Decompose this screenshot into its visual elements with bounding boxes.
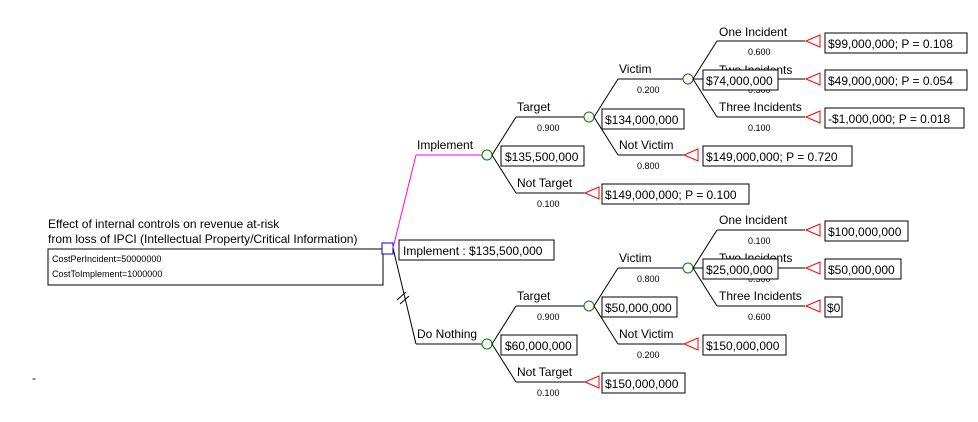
variables-box[interactable] <box>47 248 384 286</box>
terminal-node-dn-one[interactable] <box>804 223 821 237</box>
variable-cost-per-incident: CostPerIncident=50000000 <box>52 254 161 264</box>
payoff-box-impl-not-victim[interactable] <box>702 145 853 167</box>
variable-cost-to-implement: CostToImplement=1000000 <box>52 269 162 279</box>
payoff-impl-one: $99,000,000; P = 0.108 <box>828 37 953 51</box>
payoff-dn-two: $50,000,000 <box>828 263 895 277</box>
payoff-box-impl-one[interactable] <box>824 32 968 54</box>
payoff-dn-not-target: $150,000,000 <box>605 377 679 391</box>
prob-dn-not-target: 0.100 <box>537 388 560 398</box>
value-box-impl-target[interactable] <box>601 108 685 130</box>
branch-label-do-nothing: Do Nothing <box>417 327 477 341</box>
terminal-node-dn-not-victim[interactable] <box>682 337 699 351</box>
payoff-box-impl-not-target[interactable] <box>601 183 750 205</box>
value-box-dn-target[interactable] <box>601 296 678 318</box>
prob-dn-not-victim: 0.200 <box>637 350 660 360</box>
branch-label-impl-not-target: Not Target <box>517 176 573 190</box>
payoff-impl-three: -$1,000,000; P = 0.018 <box>828 112 951 126</box>
pruned-mark <box>396 291 407 301</box>
value-dn-target: $50,000,000 <box>605 301 672 315</box>
prob-impl-not-target: 0.100 <box>537 199 560 209</box>
value-implement: $135,500,000 <box>505 150 579 164</box>
payoff-box-dn-one[interactable] <box>824 220 909 242</box>
branch-label-dn-target: Target <box>517 289 551 303</box>
chance-node-dn-target[interactable] <box>583 300 595 312</box>
chance-node-impl-victim[interactable] <box>682 73 694 85</box>
payoff-box-dn-two[interactable] <box>824 258 902 280</box>
prob-dn-victim: 0.800 <box>637 274 660 284</box>
value-do-nothing: $60,000,000 <box>505 339 572 353</box>
payoff-box-dn-three[interactable] <box>824 296 843 318</box>
value-dn-victim: $25,000,000 <box>706 263 773 277</box>
payoff-box-dn-not-target[interactable] <box>601 372 686 394</box>
chance-node-dn-victim[interactable] <box>682 262 694 274</box>
payoff-box-impl-three[interactable] <box>824 107 965 129</box>
branch-label-implement: Implement <box>417 138 474 152</box>
stray-dash: - <box>32 371 36 385</box>
payoff-dn-one: $100,000,000 <box>828 225 902 239</box>
terminal-node-dn-three[interactable] <box>804 299 821 313</box>
prob-dn-three: 0.600 <box>748 312 771 322</box>
payoff-impl-not-victim: $149,000,000; P = 0.720 <box>706 150 838 164</box>
terminal-node-impl-two[interactable] <box>804 72 821 86</box>
root-title-line2: from loss of IPCI (Intellectual Property… <box>48 232 357 246</box>
payoff-box-dn-not-victim[interactable] <box>702 334 787 356</box>
value-box-do-nothing[interactable] <box>500 334 578 356</box>
payoff-dn-not-victim: $150,000,000 <box>706 339 780 353</box>
terminal-node-impl-not-victim[interactable] <box>682 148 699 162</box>
prob-impl-one: 0.600 <box>748 47 771 57</box>
prob-dn-one: 0.100 <box>748 236 771 246</box>
value-impl-victim: $74,000,000 <box>706 74 773 88</box>
branch-label-dn-not-target: Not Target <box>517 365 573 379</box>
prob-dn-target: 0.900 <box>537 312 560 322</box>
terminal-node-impl-not-target[interactable] <box>583 186 600 200</box>
value-box-implement[interactable] <box>500 145 585 167</box>
branch-label-dn-three: Three Incidents <box>719 289 802 303</box>
payoff-impl-two: $49,000,000; P = 0.054 <box>828 74 953 88</box>
payoff-dn-three: $0 <box>827 301 841 315</box>
decision-value-box[interactable] <box>398 239 555 261</box>
prob-impl-target: 0.900 <box>537 123 560 133</box>
root-title-line1: Effect of internal controls on revenue a… <box>48 217 280 231</box>
chance-node-do-nothing[interactable] <box>481 338 493 350</box>
do-nothing-branch-line <box>392 247 417 345</box>
payoff-box-impl-two[interactable] <box>824 69 968 91</box>
chance-node-impl-target[interactable] <box>583 111 595 123</box>
terminal-node-dn-two[interactable] <box>804 261 821 275</box>
prob-impl-victim: 0.200 <box>637 85 660 95</box>
terminal-node-impl-one[interactable] <box>804 34 821 48</box>
chance-node-implement[interactable] <box>481 149 493 161</box>
payoff-impl-not-target: $149,000,000; P = 0.100 <box>605 188 737 202</box>
branch-label-impl-one: One Incident <box>719 25 788 39</box>
implement-branch-line <box>392 154 417 249</box>
terminal-node-impl-three[interactable] <box>804 110 821 124</box>
prob-impl-three: 0.100 <box>748 123 771 133</box>
value-box-impl-victim[interactable] <box>702 69 779 91</box>
value-impl-target: $134,000,000 <box>605 113 679 127</box>
prob-impl-not-victim: 0.800 <box>637 161 660 171</box>
branch-label-impl-not-victim: Not Victim <box>619 138 673 152</box>
branch-label-dn-not-victim: Not Victim <box>619 327 673 341</box>
branch-label-impl-victim: Victim <box>619 62 651 76</box>
branch-label-dn-one: One Incident <box>719 213 788 227</box>
decision-node[interactable] <box>381 242 394 255</box>
terminal-node-dn-not-target[interactable] <box>583 375 600 389</box>
value-box-dn-victim[interactable] <box>702 258 779 280</box>
branch-label-dn-victim: Victim <box>619 251 651 265</box>
branch-label-impl-three: Three Incidents <box>719 100 802 114</box>
branch-label-impl-target: Target <box>517 100 551 114</box>
decision-value: Implement : $135,500,000 <box>403 244 543 258</box>
